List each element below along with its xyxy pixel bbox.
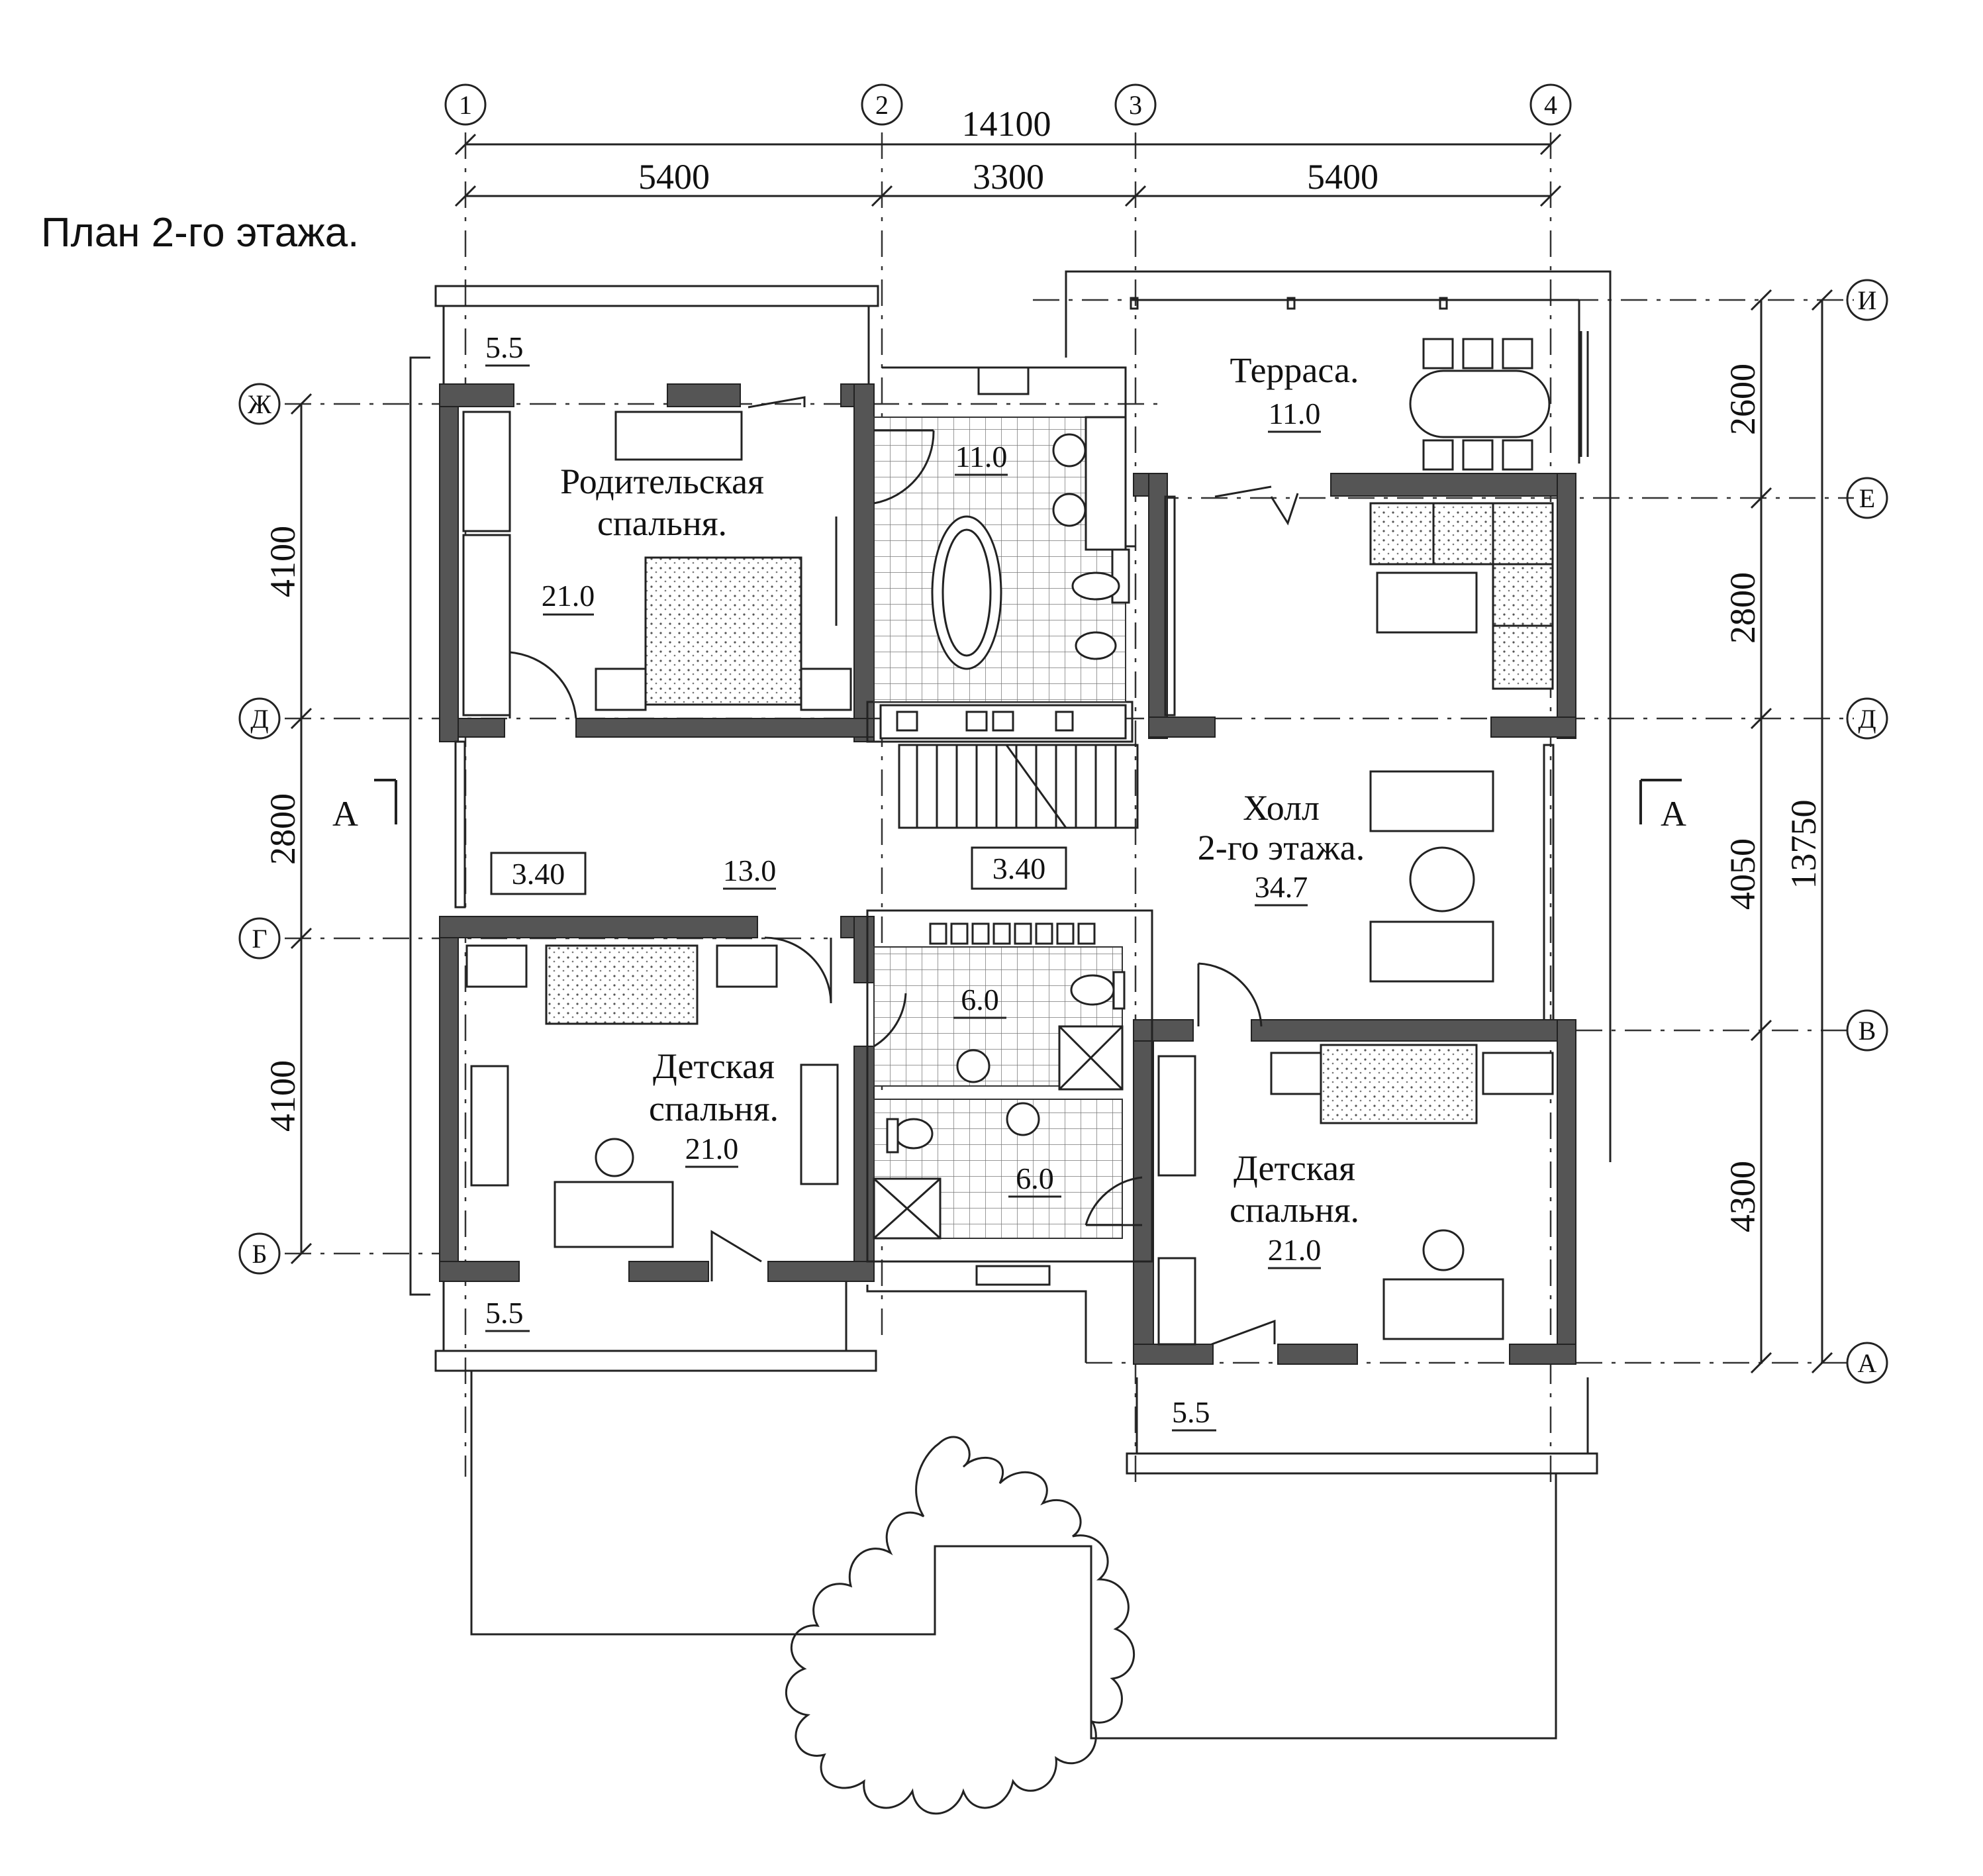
terrace-outline [1065,270,1612,1162]
tree-outline [785,1436,1135,1815]
balcony-bottom-left: 5.5 [434,1275,877,1372]
kids-left-name-1: Детская [653,1046,775,1086]
section-mark-left: А [332,779,397,834]
dim-top-total: 14100 [962,104,1051,144]
dim-left-3: 4100 [263,1060,303,1132]
parent-bedroom-name-2: спальня. [597,503,727,543]
axis-bubble-Г: Г [238,917,281,960]
svg-text:Д: Д [250,704,268,734]
terrace-name: Терраса. [1230,350,1359,390]
room-bath-small-1: 6.0 [953,983,1006,1019]
terrace-area: 11.0 [1269,397,1321,430]
bath-main-fixtures [879,416,1130,740]
axis-bubble-1: 1 [444,83,487,126]
dimensions-right: 2600 2800 4050 4300 13750 [1723,289,1833,1374]
hall-furniture [1197,485,1494,1027]
svg-text:В: В [1859,1016,1876,1046]
room-terrace: Терраса. 11.0 [1230,350,1359,433]
svg-text:Ж: Ж [248,389,271,419]
parent-bedroom-furniture [462,396,935,719]
dim-top-3: 5400 [1307,157,1378,197]
dim-right-total: 13750 [1784,800,1823,889]
room-parent-bedroom: Родительская спальня. 21.0 [542,462,764,616]
balcony-bottom-right-area: 5.5 [1172,1395,1210,1429]
kids-right-furniture [873,993,1554,1346]
page-title: План 2-го этажа. [41,210,359,256]
axis-bubble-А: А [1846,1342,1888,1384]
axis-bubble-Е: Е [1846,477,1888,519]
bath-small-2-area: 6.0 [1016,1161,1054,1195]
bath-small-fixtures [873,971,1126,1240]
bath-small-1-area: 6.0 [961,983,999,1016]
svg-text:3: 3 [1129,90,1142,120]
stair [898,744,1139,829]
corridor-area: 13.0 [723,854,777,887]
room-hall: Холл 2-го этажа. 34.7 [1198,788,1365,907]
svg-text:А: А [332,794,358,834]
dimensions-top: 14100 5400 3300 5400 [454,104,1562,207]
bath-main-area: 11.0 [955,440,1008,473]
ground-outline [470,1265,1557,1740]
wardrobe-left-area: 3.40 [512,857,565,891]
axis-bubble-В: В [1846,1009,1888,1052]
svg-text:А: А [1661,794,1686,834]
kids-right-name-1: Детская [1233,1148,1355,1188]
kitchen [1369,502,1554,690]
kids-left-furniture [465,936,839,1281]
kids-left-name-2: спальня. [649,1089,779,1128]
room-kids-right: Детская спальня. 21.0 [1230,1148,1359,1269]
dim-right-3: 4050 [1723,838,1763,910]
balcony-bottom-left-area: 5.5 [485,1296,524,1330]
dim-left-1: 4100 [263,526,303,597]
terrace-furniture [1409,338,1551,471]
axis-bubble-3: 3 [1114,83,1157,126]
balcony-bottom-right: 5.5 [1126,1377,1598,1475]
dim-left-2: 2800 [263,793,303,865]
parent-bedroom-area: 21.0 [542,579,595,613]
svg-text:Д: Д [1858,704,1876,734]
room-bath-small-2: 6.0 [1008,1161,1061,1198]
svg-text:4: 4 [1544,90,1557,120]
section-mark-right: А [1639,779,1686,834]
svg-text:2: 2 [875,90,889,120]
axis-bubble-2: 2 [861,83,903,126]
room-kids-left: Детская спальня. 21.0 [649,1046,779,1168]
dim-right-1: 2600 [1723,364,1763,435]
axis-bubbles: 1 2 3 4 И Е Д Ж Д Г Б В А [238,83,1888,1384]
svg-text:Б: Б [252,1239,267,1269]
axis-bubble-Б: Б [238,1232,281,1275]
room-bath-main: 11.0 [955,440,1008,476]
parent-bedroom-name-1: Родительская [560,462,764,501]
axis-bubble-Д-right: Д [1846,697,1888,740]
hall-name-1: Холл [1243,788,1320,828]
axis-bubble-Ж: Ж [238,383,281,425]
kids-left-area: 21.0 [685,1132,739,1165]
dim-right-4: 4300 [1723,1161,1763,1232]
axis-bubble-И: И [1846,279,1888,321]
svg-text:И: И [1858,285,1877,315]
balcony-top-area: 5.5 [485,330,524,364]
svg-text:Е: Е [1859,483,1875,513]
kids-right-name-2: спальня. [1230,1190,1359,1230]
svg-text:Г: Г [252,924,267,954]
dimensions-left: 4100 2800 4100 [263,393,313,1265]
dim-top-2: 3300 [973,157,1044,197]
hall-name-2: 2-го этажа. [1198,828,1365,867]
axis-bubble-4: 4 [1529,83,1572,126]
svg-text:1: 1 [459,90,472,120]
kids-right-area: 21.0 [1268,1233,1322,1267]
walls [439,383,1576,1365]
svg-text:А: А [1858,1348,1877,1378]
hall-area: 34.7 [1255,870,1308,904]
dim-top-1: 5400 [638,157,710,197]
room-corridor: 13.0 3.40 3.40 [490,846,1067,895]
wardrobe-right-area: 3.40 [992,852,1046,885]
dim-right-2: 2800 [1723,572,1763,644]
radiators [929,922,1096,945]
axis-bubble-Д-left: Д [238,697,281,740]
